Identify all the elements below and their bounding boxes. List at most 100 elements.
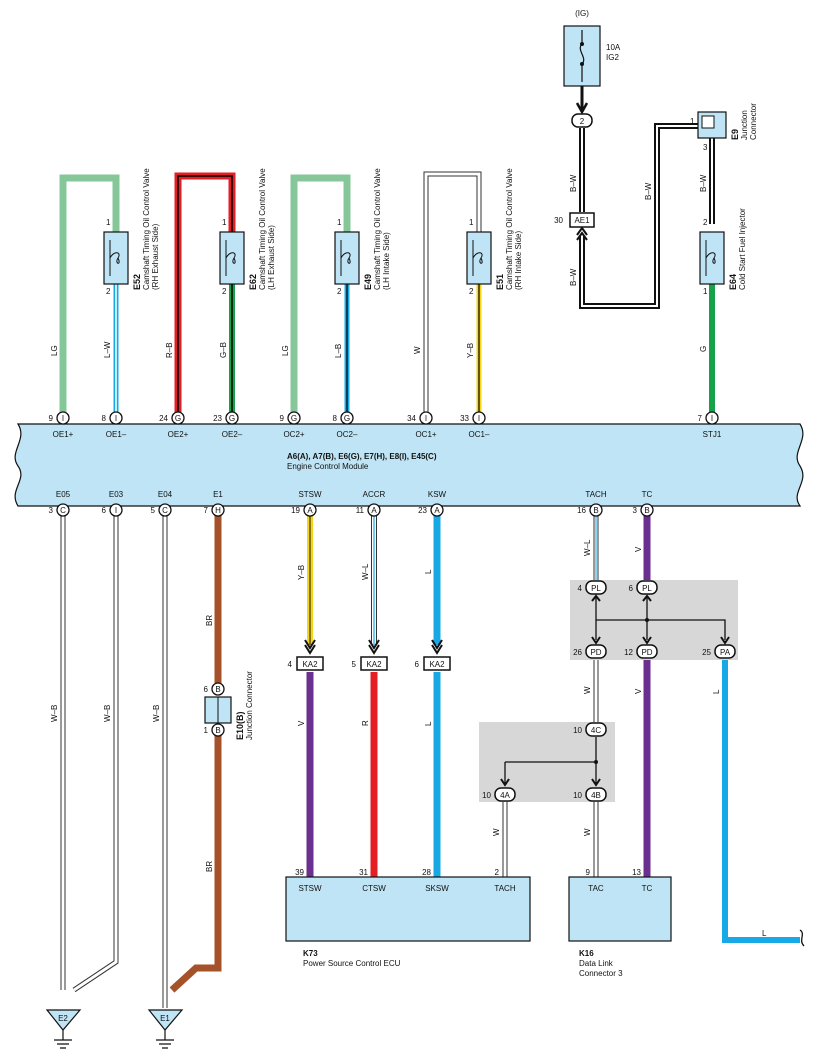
pin-num: 8 [102,414,107,423]
e52-line1: Camshaft Timing Oil Control Valve [142,168,151,290]
pd-num: 26 [573,648,582,657]
e52-pin2: 2 [106,287,111,296]
ecm-bottom-pins: C 3 E05 I 6 E03 C 5 E04 H 7 E1 A 19 STSW… [49,490,654,517]
ig-conn-pin: 2 [580,117,585,126]
pin-conn: I [425,414,427,423]
k73-pin-num: 2 [495,868,500,877]
k73-pin-label: SKSW [425,884,449,893]
wire-lg-oc2p [290,174,351,414]
valve-e49 [334,231,360,285]
pin-label: OE1+ [53,430,74,439]
wl-w4: W [583,828,592,836]
e51-pin2: 2 [469,287,474,296]
pin-label: E04 [158,490,173,499]
pin-label: TC [642,490,653,499]
c4b-label: 4B [591,791,601,800]
wire-rb-oe2p [174,172,236,414]
e64-name: Cold Start Fuel Injector [738,208,747,290]
pl-num: 4 [578,584,583,593]
e9-line1: Junction [740,110,749,140]
ecm-title: A6(A), A7(B), E6(G), E7(H), E8(I), E45(C… [287,452,437,461]
wire-lg-oe1p [59,174,120,414]
e64-pin1: 2 [703,218,708,227]
wl-wb3: W–B [152,705,161,722]
wire-wb-e05-e03 [60,514,119,993]
k16-line1: Data Link [579,959,614,968]
wire-bw-ig [579,123,715,309]
ground-e2-label: E2 [58,1014,68,1023]
valve-e62 [219,231,245,285]
pin-num: 23 [418,506,427,515]
wl-l2: L [424,721,433,726]
k73-pin-label: CTSW [362,884,386,893]
pin-conn: C [60,506,66,515]
ground-icon [156,1030,174,1049]
pa-label: PA [720,648,731,657]
wl-bw3: B–W [644,182,653,200]
ae1-num: 30 [554,216,563,225]
k73-ecu: 39 STSW 31 CTSW 28 SKSW 2 TACH K73 Power… [285,868,531,968]
junction-e10: B 6 B 1 E10(B) Junction Connector [204,671,254,740]
wl-wb1: W–B [50,705,59,722]
ae1-label: AE1 [574,216,590,225]
pin-num: 34 [407,414,416,423]
wl-br1: BR [205,615,214,626]
pin-conn: G [175,414,181,423]
wl-br2: BR [205,861,214,872]
e52-pin1: 1 [106,218,111,227]
wl-lg1: LG [50,345,59,356]
wl-wl2: W–L [583,539,592,556]
pin-conn: A [307,506,313,515]
k16-line2: Connector 3 [579,969,623,978]
wl-gb: G–B [219,342,228,358]
pin-label: STJ1 [703,430,722,439]
k16-pin-num: 9 [586,868,591,877]
wl-lw: L–W [103,341,112,358]
wl-v3: V [634,688,643,694]
pin-label: E03 [109,490,124,499]
wl-g-inj: G [699,346,708,352]
e9-code: E9 [730,129,740,140]
pa-num: 25 [702,648,711,657]
pin-conn: G [291,414,297,423]
e9-pin1: 1 [690,117,695,126]
pin-num: 19 [291,506,300,515]
pin-num: 33 [460,414,469,423]
e62-line2: (LH Exhaust Side) [267,225,276,290]
pin-conn: A [434,506,440,515]
pd-label: PD [590,648,601,657]
k16-pin-num: 13 [632,868,641,877]
wl-w-oc: W [413,346,422,354]
pin-label: TACH [585,490,606,499]
pin-conn: I [115,506,117,515]
pin-label: OC2– [337,430,358,439]
e10-name: Junction Connector [245,671,254,740]
pin-conn: I [62,414,64,423]
e49-line2: (LH Intake Side) [382,232,391,290]
e49-pin2: 2 [337,287,342,296]
k73-pin-num: 28 [422,868,431,877]
wl-w3: W [492,828,501,836]
pin-conn: H [215,506,221,515]
c4a-num: 10 [482,791,491,800]
wl-l3: L [712,689,721,694]
e10-conn-top: B [215,685,220,694]
pin-label: E05 [56,490,71,499]
k16-code: K16 [579,949,594,958]
wl-w2: W [583,686,592,694]
e64-code: E64 [728,274,738,290]
ecm-box [14,423,804,507]
pin-conn: B [644,506,649,515]
pd-num: 12 [624,648,633,657]
c4c-label: 4C [591,726,601,735]
ka2-num: 6 [415,660,420,669]
wl-lb: L–B [334,344,343,358]
pin-label: OC1+ [415,430,436,439]
wl-yb: Y–B [297,565,306,580]
k73-pin-label: STSW [298,884,322,893]
ecm-name: Engine Control Module [287,462,369,471]
e51-line1: Camshaft Timing Oil Control Valve [505,168,514,290]
pin-num: 5 [151,506,156,515]
e62-pin1: 1 [222,218,227,227]
